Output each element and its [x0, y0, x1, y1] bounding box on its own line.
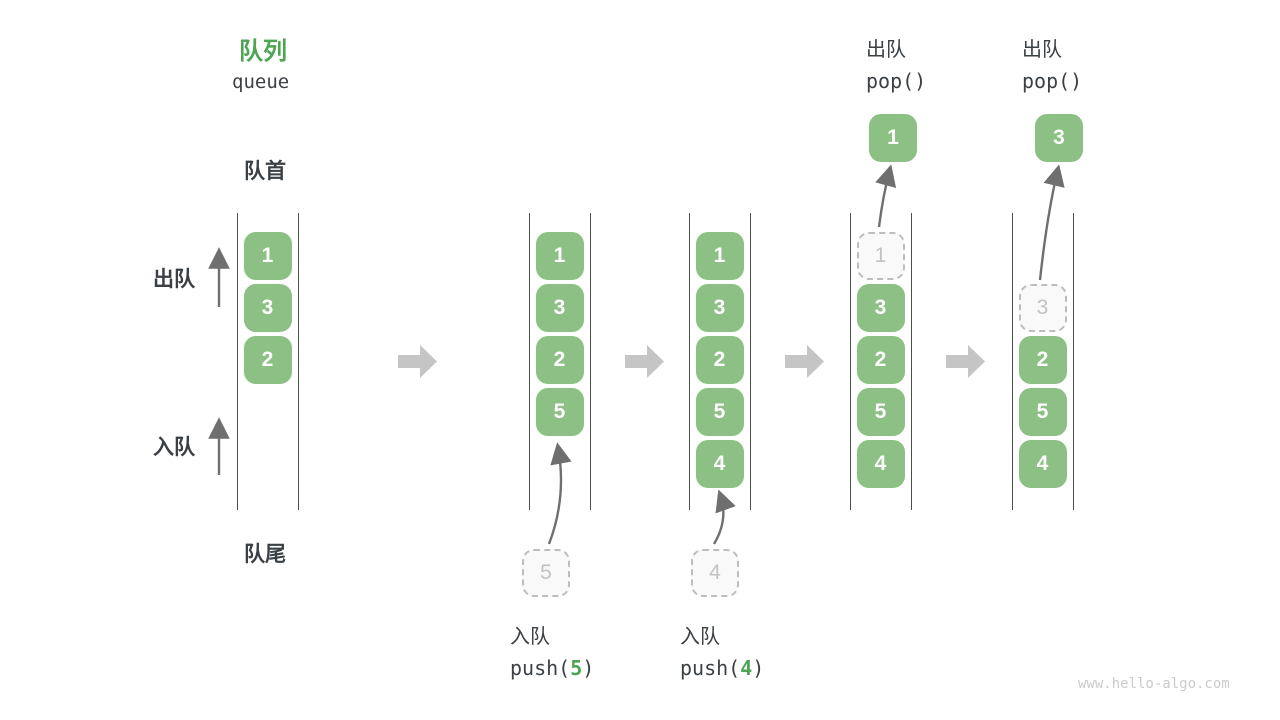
- transition-arrow-1: [398, 345, 437, 378]
- queue-slot-5: 5: [856, 388, 905, 436]
- queue-slot-3-ghost: 3: [1018, 284, 1067, 332]
- queue-slot-2: 2: [535, 336, 584, 384]
- popped-slot-1: 1: [869, 114, 917, 162]
- push-op-cn: 入队: [510, 626, 550, 648]
- pop-op-label: 出队 pop(): [866, 33, 926, 93]
- dequeue-label: 出队: [153, 268, 195, 291]
- incoming-slot-5: 5: [522, 549, 570, 597]
- queue-slot-1: 1: [695, 232, 744, 280]
- queue-slot-5: 5: [1018, 388, 1067, 436]
- queue-slot-2: 2: [243, 336, 292, 384]
- queue-slot-2: 2: [695, 336, 744, 384]
- pop-op-code: pop(): [866, 69, 927, 93]
- queue-slot-4: 4: [856, 440, 905, 488]
- pop-op-cn: 出队: [866, 39, 906, 61]
- watermark: www.hello-algo.com: [1078, 676, 1230, 692]
- queue-slot-5: 5: [695, 388, 744, 436]
- pop-op-code: pop(): [1022, 69, 1083, 93]
- queue-slot-1: 1: [243, 232, 292, 280]
- push-op-code: push(4): [680, 656, 765, 680]
- queue-slot-3: 3: [243, 284, 292, 332]
- queue-slot-2: 2: [856, 336, 905, 384]
- push-arg: 5: [570, 656, 583, 680]
- rear-label: 队尾: [244, 543, 286, 566]
- pop-op-label: 出队 pop(): [1022, 33, 1082, 93]
- queue-slot-1-ghost: 1: [856, 232, 905, 280]
- transition-arrow-2: [625, 345, 664, 378]
- transition-arrow-3: [785, 345, 824, 378]
- queue-slot-1: 1: [535, 232, 584, 280]
- diagram-subtitle: queue: [232, 71, 290, 93]
- queue-slot-4: 4: [1018, 440, 1067, 488]
- popped-slot-3: 3: [1035, 114, 1083, 162]
- pop-op-cn: 出队: [1022, 39, 1062, 61]
- push-op-label: 入队 push(5): [510, 620, 594, 680]
- queue-slot-3: 3: [856, 284, 905, 332]
- queue-slot-2: 2: [1018, 336, 1067, 384]
- enqueue-label: 入队: [153, 436, 195, 459]
- push-op-cn: 入队: [680, 626, 720, 648]
- queue-slot-5: 5: [535, 388, 584, 436]
- push-arg: 4: [740, 656, 753, 680]
- diagram-title: 队列: [239, 38, 287, 65]
- incoming-slot-4: 4: [691, 549, 739, 597]
- push-op-code: push(5): [510, 656, 595, 680]
- queue-slot-3: 3: [695, 284, 744, 332]
- transition-arrow-4: [946, 345, 985, 378]
- queue-slot-3: 3: [535, 284, 584, 332]
- front-label: 队首: [244, 160, 286, 183]
- push-op-label: 入队 push(4): [680, 620, 764, 680]
- queue-slot-4: 4: [695, 440, 744, 488]
